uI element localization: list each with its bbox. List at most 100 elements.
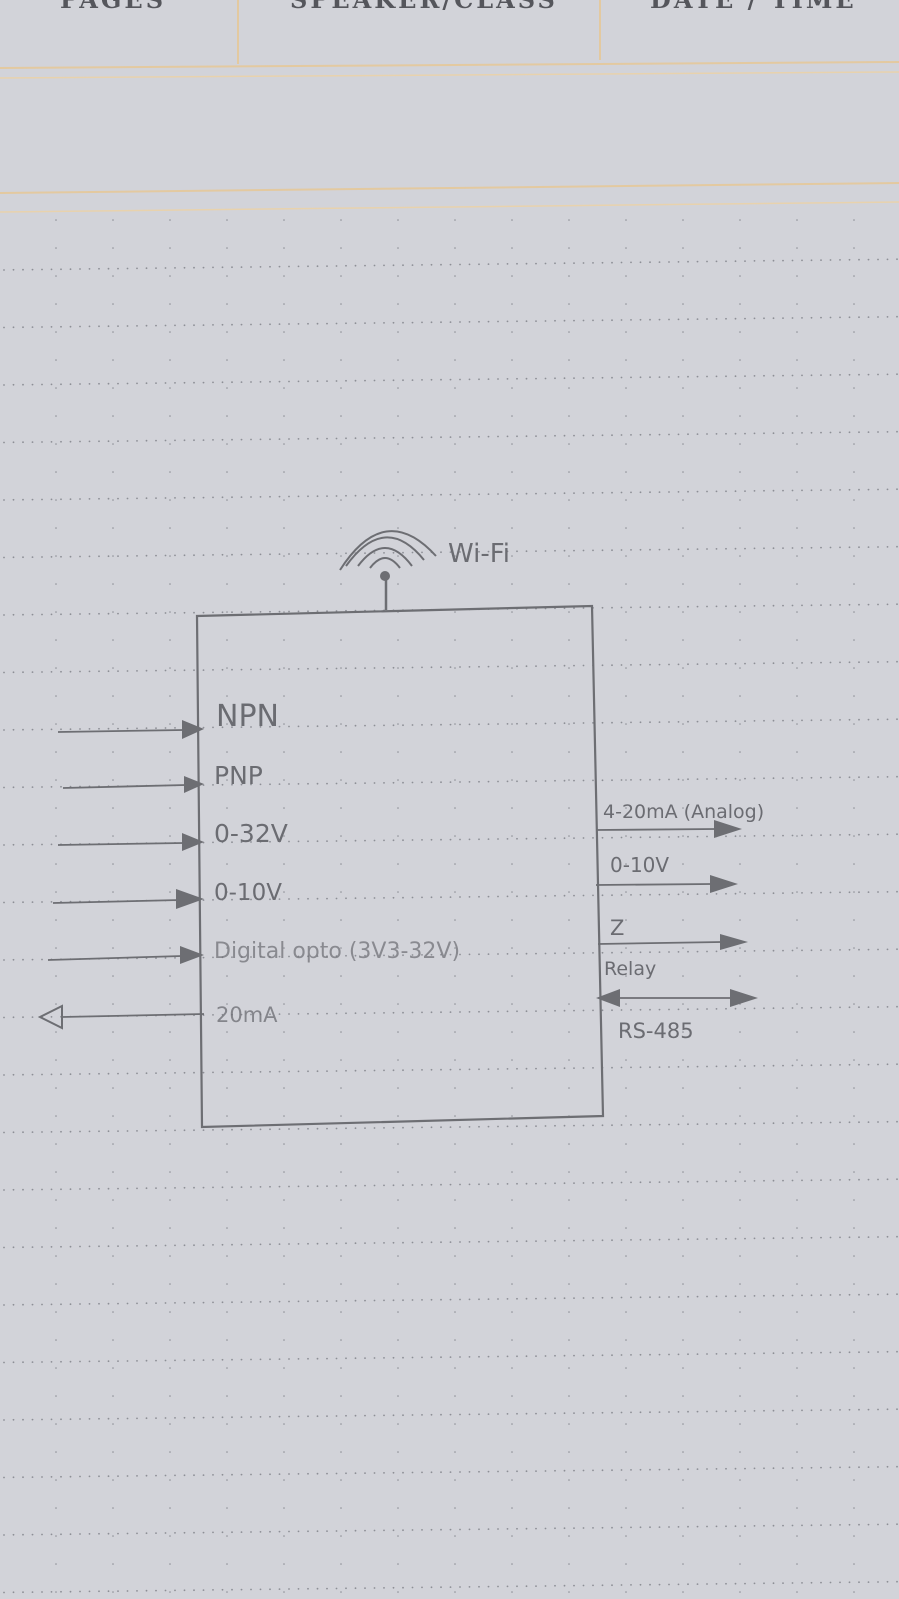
grid-dot [107,440,110,443]
grid-dot [810,1236,813,1239]
grid-dot [772,777,775,780]
grid-dot [440,1126,442,1129]
grid-dot [136,1245,138,1247]
grid-dot [554,1297,556,1300]
grid-dot [625,667,627,669]
grid-dot [801,547,803,549]
grid-dot [468,1471,471,1473]
grid-dot [478,1125,480,1128]
grid-dot [497,550,499,553]
grid-dot [820,1581,822,1584]
grid-dot [454,1423,456,1425]
grid-dot [397,919,399,921]
grid-dot [763,374,765,377]
grid-dot [326,1185,328,1187]
grid-dot [682,863,684,865]
grid-dot [22,671,24,674]
grid-dot [725,1352,727,1355]
grid-dot [848,891,851,894]
grid-dot [22,1591,24,1594]
grid-dot [250,1243,252,1246]
grid-dot [259,323,262,326]
grid-dot [810,776,813,779]
grid-dot [739,219,741,221]
grid-dot [853,1059,855,1061]
grid-dot [373,1012,376,1014]
grid-dot [50,268,53,271]
grid-dot [155,497,157,499]
grid-dot [839,489,841,491]
grid-dot [364,1414,366,1417]
grid-dot [853,359,855,361]
grid-dot [877,1063,879,1066]
grid-dot [354,1587,357,1590]
grid-dot [791,1237,794,1239]
grid-dot [487,435,490,438]
grid-dot [630,1066,632,1069]
grid-dot [221,1186,224,1189]
grid-dot [193,1531,195,1534]
grid-dot [112,807,114,809]
grid-dot [487,1298,490,1300]
grid-dot [611,1354,613,1357]
grid-dot [112,1171,114,1173]
grid-dot [568,527,570,529]
grid-dot [630,1411,632,1414]
grid-dot [468,896,471,898]
grid-dot [677,1066,680,1068]
grid-dot [283,667,285,669]
grid-dot [283,387,285,389]
grid-dot [60,440,62,443]
grid-dot [50,1533,53,1536]
grid-dot [316,1012,319,1015]
grid-dot [796,1283,798,1285]
grid-dot [126,1417,129,1420]
grid-dot [791,1007,794,1009]
grid-dot [478,723,480,726]
grid-dot [820,891,822,894]
grid-dot [98,1130,100,1133]
grid-dot [896,718,898,721]
grid-dot [753,260,756,262]
grid-dot [582,549,585,552]
grid-dot [649,1238,651,1241]
grid-dot [392,1529,395,1532]
grid-dot [50,613,53,616]
grid-dot [55,779,57,781]
grid-dot [174,554,176,557]
header-rule [0,201,899,213]
grid-dot [725,260,727,263]
grid-dot [12,786,15,789]
grid-dot [568,1591,570,1593]
grid-dot [563,1297,566,1300]
grid-dot [772,1582,775,1585]
grid-dot [155,554,157,557]
grid-dot [886,1293,889,1296]
grid-dot [174,1359,176,1362]
grid-dot [739,1535,741,1537]
grid-dot [763,1524,765,1527]
grid-dot [212,1359,214,1361]
grid-dot [649,778,651,781]
grid-dot [278,955,281,958]
grid-dot [796,219,798,221]
grid-dot [687,260,689,263]
grid-dot [340,1423,342,1425]
grid-dot [677,1526,680,1528]
grid-dot [535,665,537,667]
grid-dot [259,668,262,671]
grid-dot [739,695,741,697]
grid-dot [858,948,860,951]
grid-dot [397,947,399,949]
grid-dot [682,1087,684,1089]
grid-dot [383,724,385,727]
grid-dot [478,1240,480,1243]
grid-dot [3,1361,5,1364]
grid-dot [682,807,684,809]
grid-dot [283,1591,285,1593]
grid-dot [79,1418,81,1420]
grid-dot [592,1239,594,1242]
grid-dot [226,751,228,753]
grid-dot [335,782,338,785]
grid-dot [478,1355,480,1358]
